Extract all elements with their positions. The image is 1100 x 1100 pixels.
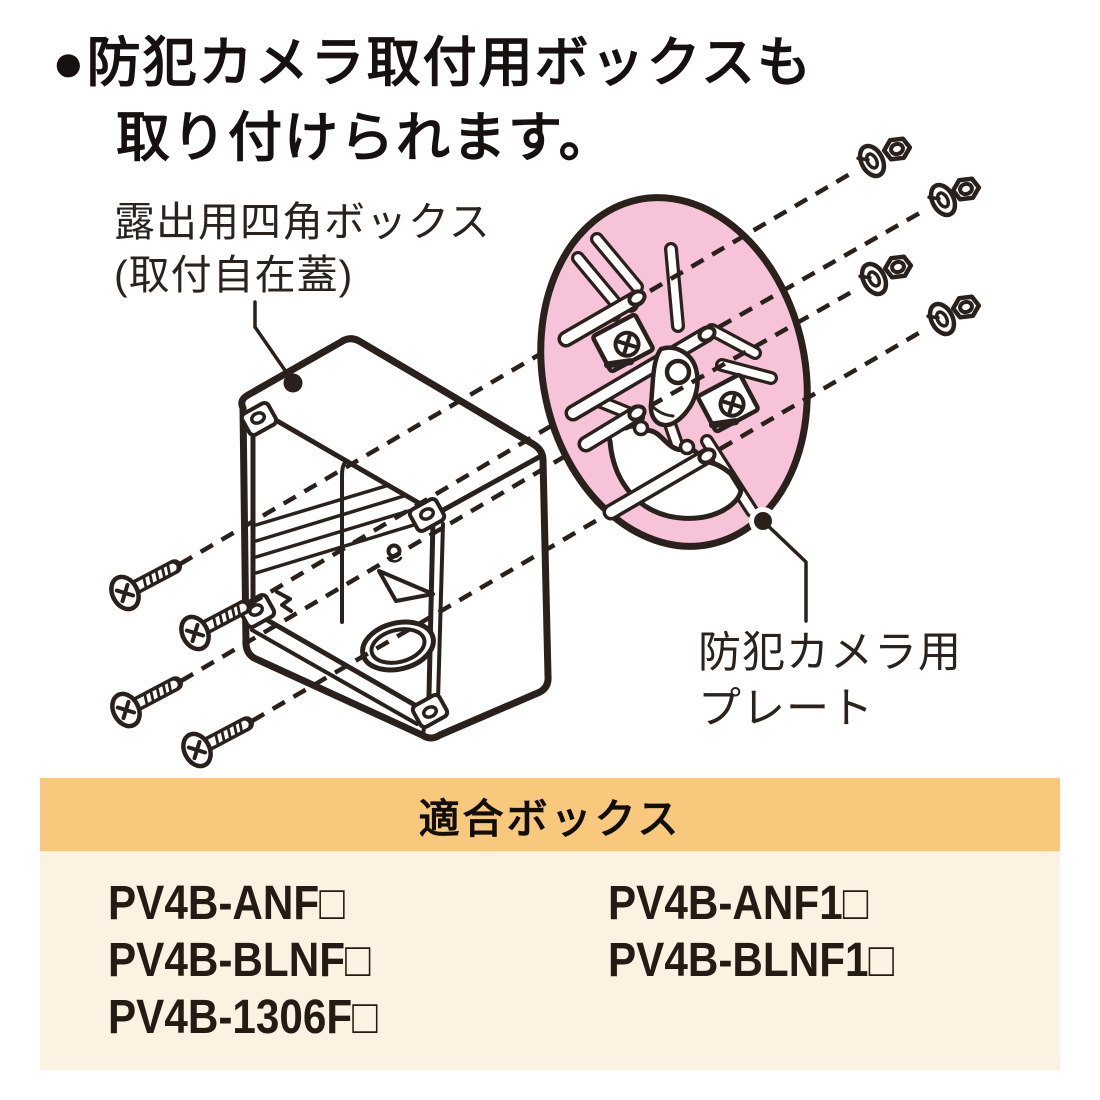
table-body: PV4B-ANF□PV4B-BLNF□PV4B-1306F□ PV4B-ANF1… — [40, 851, 1060, 1070]
label-camera-plate-line2: プレート — [698, 684, 874, 733]
washer-nut-pair — [927, 176, 982, 218]
spring-washer — [856, 143, 887, 179]
model-code-column: PV4B-ANF□PV4B-BLNF□PV4B-1306F□ — [108, 875, 414, 1046]
plate-clip — [696, 372, 760, 434]
plate-center-boss — [648, 345, 700, 428]
spring-washer — [926, 301, 957, 337]
model-code-column: PV4B-ANF1□PV4B-BLNF1□ — [608, 875, 933, 989]
washer-nut-pair — [858, 254, 914, 297]
washer-nut-pair — [926, 294, 982, 337]
model-code: PV4B-ANF□ — [108, 877, 345, 930]
mounting-screw — [181, 716, 254, 769]
compatible-box-table: 適合ボックス PV4B-ANF□PV4B-BLNF□PV4B-1306F□ PV… — [40, 778, 1060, 1070]
table-header: 適合ボックス — [40, 778, 1060, 851]
plate-screw-holes — [627, 289, 717, 465]
assembly-dashed-lines — [648, 169, 927, 451]
washer-nut-pairs — [856, 136, 982, 337]
hex-nut — [950, 176, 982, 202]
plate-clip — [591, 312, 655, 374]
hex-nut — [881, 136, 913, 162]
leader-lines — [253, 300, 808, 623]
exploded-assembly-diagram — [109, 136, 982, 769]
corner-boss — [410, 693, 450, 729]
washer-nut-pair — [856, 136, 913, 179]
axis-stripes — [557, 289, 716, 521]
label-square-box-line1: 露出用四角ボックス — [114, 199, 491, 245]
page-title: ●防犯カメラ取付用ボックスも 取り付けられます。 — [52, 26, 813, 175]
mounting-screw — [109, 559, 182, 612]
camera-plate-drawing — [537, 194, 811, 550]
spring-washer — [858, 261, 889, 297]
label-camera-plate: 防犯カメラ用 プレート — [698, 626, 962, 738]
mounting-screws — [109, 559, 254, 769]
spring-washer — [927, 182, 958, 218]
hex-nut — [950, 294, 982, 320]
leader-dot-box — [283, 373, 303, 393]
corner-boss — [239, 401, 279, 437]
model-code: PV4B-BLNF□ — [108, 934, 371, 987]
mounting-screw — [110, 676, 183, 729]
bullet-icon: ● — [52, 33, 87, 93]
model-code: PV4B-BLNF1□ — [608, 934, 895, 987]
title-line-2: 取り付けられます。 — [116, 107, 615, 168]
label-square-box-line2: (取付自在蓋) — [114, 252, 354, 299]
leader-line-box — [253, 300, 293, 381]
label-square-box: 露出用四角ボックス (取付自在蓋) — [114, 196, 491, 303]
leader-line-plate — [761, 519, 808, 623]
hex-nut — [882, 254, 914, 280]
assembly-dashed-lines — [178, 337, 613, 723]
label-camera-plate-line1: 防犯カメラ用 — [698, 629, 962, 677]
square-box-drawing — [237, 335, 552, 742]
mounting-screw — [179, 599, 252, 652]
title-line-1: 防犯カメラ取付用ボックスも — [86, 33, 814, 93]
model-code: PV4B-ANF1□ — [608, 877, 869, 930]
model-code: PV4B-1306F□ — [108, 991, 378, 1044]
